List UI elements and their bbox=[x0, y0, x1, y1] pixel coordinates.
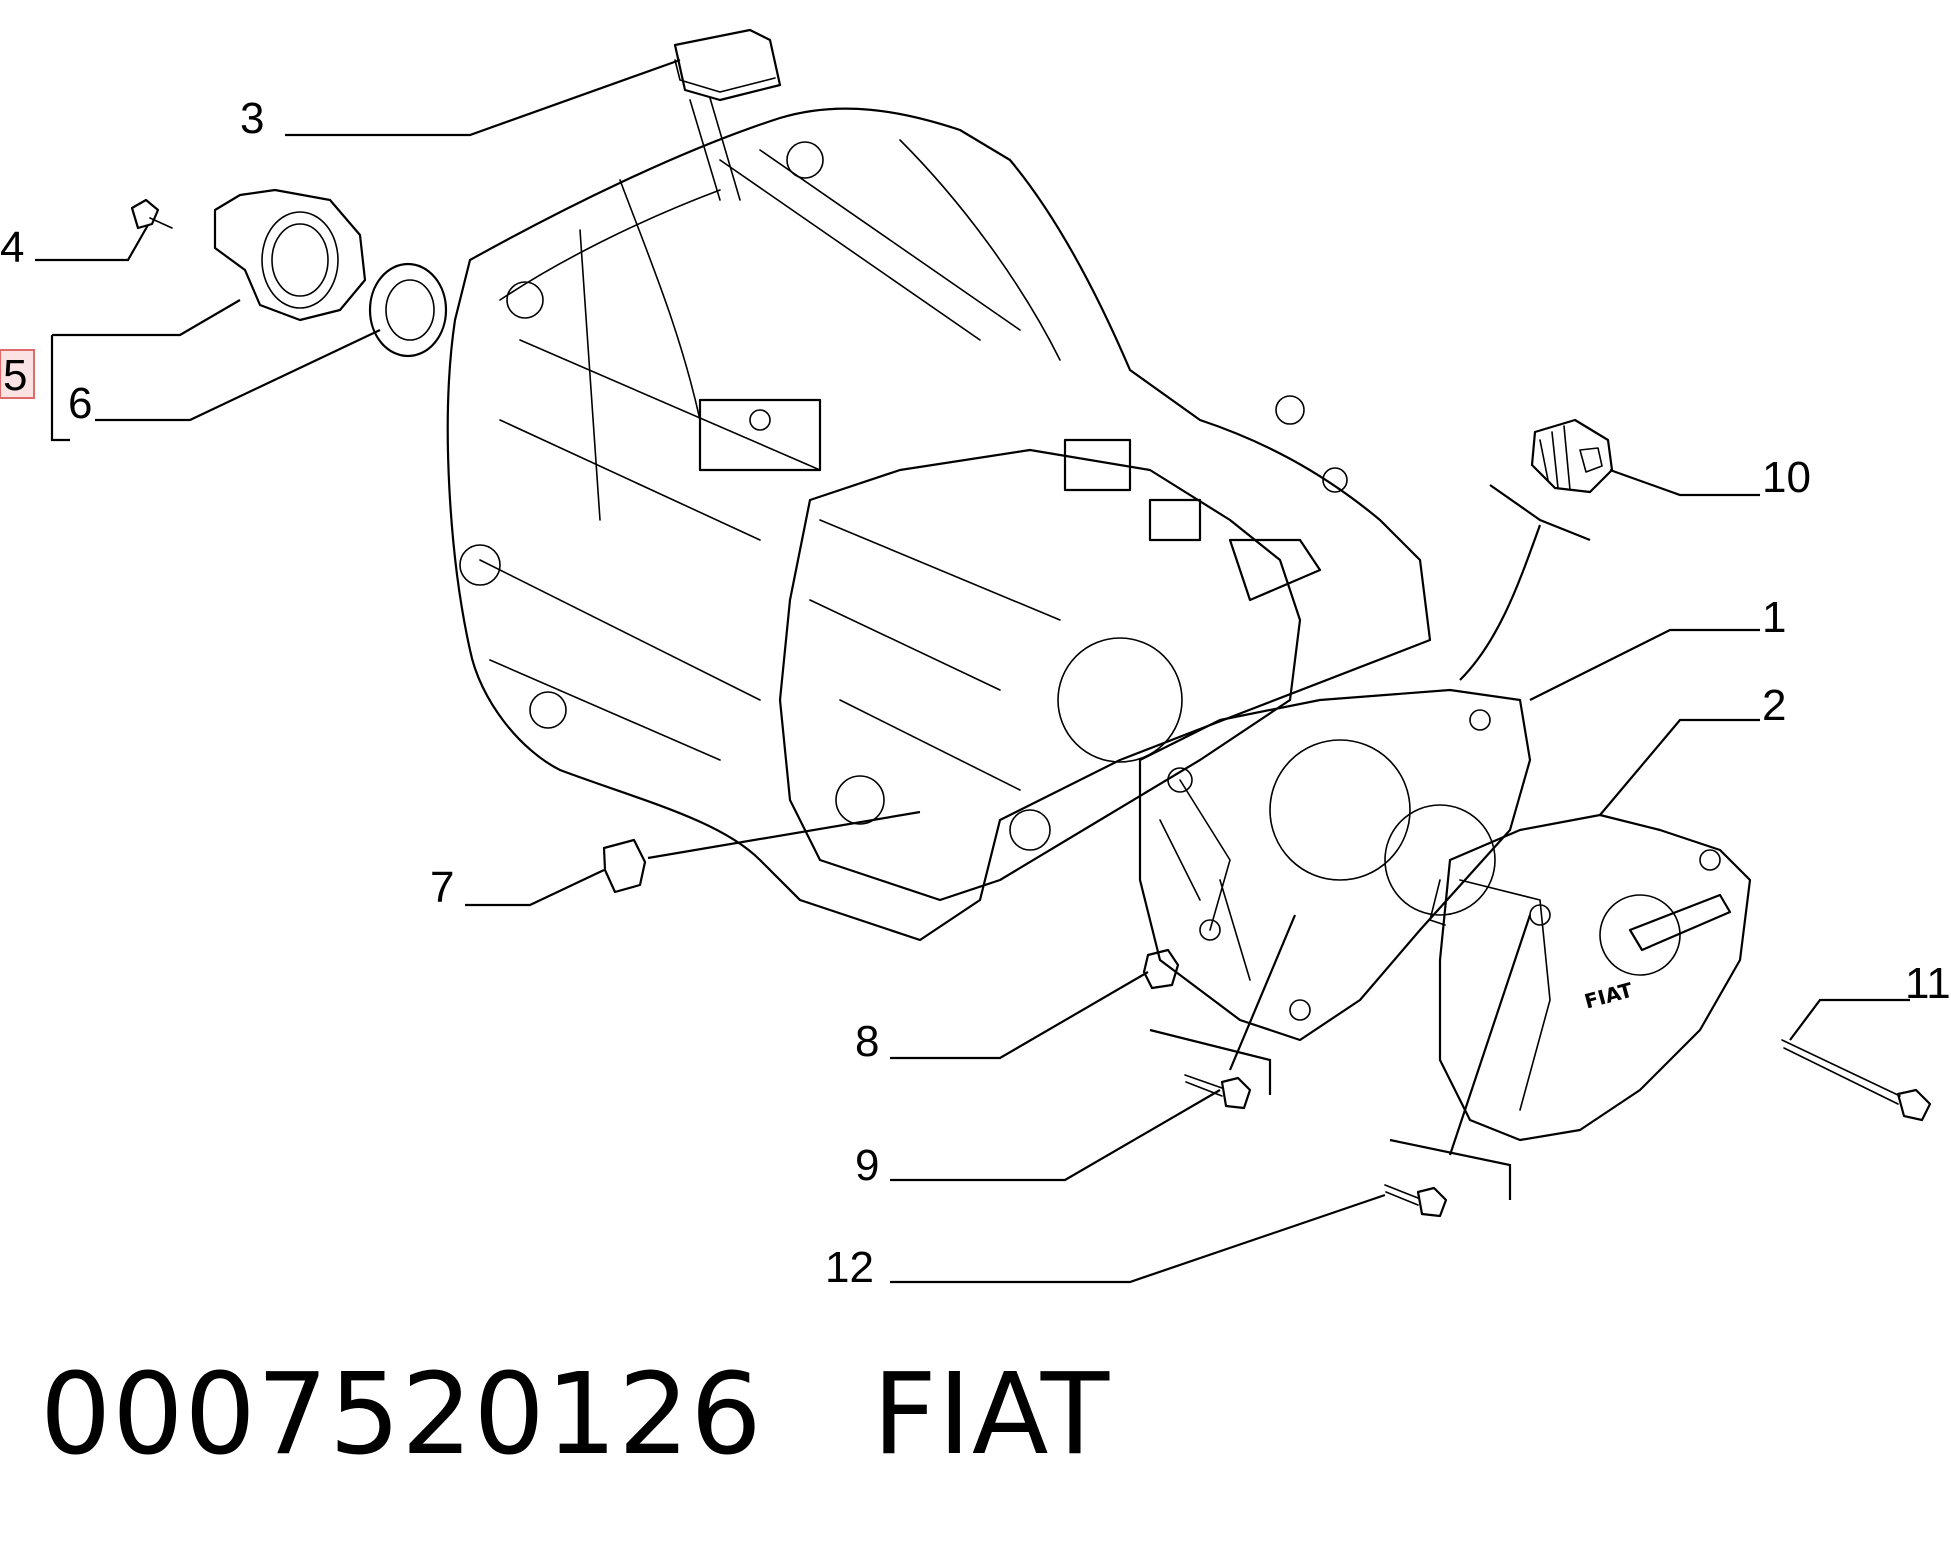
callout-5-highlight bbox=[0, 349, 35, 399]
leader-3 bbox=[285, 58, 681, 137]
gear-case bbox=[778, 438, 1322, 902]
leader-10-bracket bbox=[1459, 484, 1591, 681]
part-4-screw bbox=[130, 198, 173, 230]
callout-5: 5 bbox=[3, 351, 27, 400]
callout-labels: 3 4 5 6 10 1 2 7 11 8 9 12 bbox=[0, 94, 1951, 1292]
callout-2: 2 bbox=[1762, 681, 1786, 730]
callout-6: 6 bbox=[68, 379, 92, 428]
part-1-intermediate-plate bbox=[1138, 688, 1532, 1042]
callout-9: 9 bbox=[855, 1141, 879, 1190]
leader-7 bbox=[465, 869, 605, 907]
leader-7b bbox=[647, 810, 921, 860]
callout-12: 12 bbox=[825, 1243, 874, 1292]
leader-6 bbox=[95, 329, 381, 422]
part-8-plug bbox=[1142, 948, 1180, 990]
svg-text:FIAT: FIAT bbox=[1582, 978, 1636, 1014]
leader-2 bbox=[1599, 718, 1760, 816]
leader-12-ref bbox=[1448, 914, 1532, 1156]
callout-8: 8 bbox=[855, 1017, 879, 1066]
callout-1: 1 bbox=[1762, 593, 1786, 642]
gearbox-housing bbox=[446, 107, 1432, 942]
part-10-threaded-plug bbox=[1530, 418, 1614, 494]
leader-9-ref bbox=[1228, 914, 1297, 1071]
part-number-caption: 0007520126 FIAT bbox=[40, 1350, 1110, 1480]
part-7-plug bbox=[602, 838, 647, 894]
leader-12 bbox=[890, 1193, 1386, 1284]
leader-9 bbox=[890, 1089, 1221, 1182]
leader-9-bracket bbox=[1149, 1028, 1272, 1095]
part-2-rear-cover: FIAT bbox=[1429, 813, 1752, 1142]
part-9-bolt bbox=[1184, 1074, 1252, 1110]
leader-10 bbox=[1609, 468, 1760, 497]
leader-12-bracket bbox=[1389, 1138, 1512, 1200]
leader-5-bracket bbox=[50, 299, 241, 442]
leader-lines bbox=[35, 58, 1910, 1284]
leader-11 bbox=[1789, 998, 1910, 1041]
callout-7: 7 bbox=[430, 863, 454, 912]
part-3-rubber-cap bbox=[673, 28, 782, 201]
leader-8 bbox=[890, 971, 1149, 1060]
part-number: 0007520126 bbox=[40, 1350, 763, 1480]
part-12-bolt bbox=[1384, 1184, 1448, 1218]
callout-4: 4 bbox=[0, 223, 24, 272]
leader-1 bbox=[1529, 628, 1760, 701]
callout-11: 11 bbox=[1905, 959, 1951, 1008]
brand-name: FIAT bbox=[872, 1350, 1111, 1480]
leader-4 bbox=[35, 224, 149, 262]
part-11-long-bolt bbox=[1781, 1039, 1932, 1122]
part-6-oil-seal bbox=[368, 262, 448, 358]
part-5-bearing-cover bbox=[213, 188, 367, 322]
callout-10: 10 bbox=[1762, 453, 1811, 502]
callout-3: 3 bbox=[240, 94, 264, 143]
